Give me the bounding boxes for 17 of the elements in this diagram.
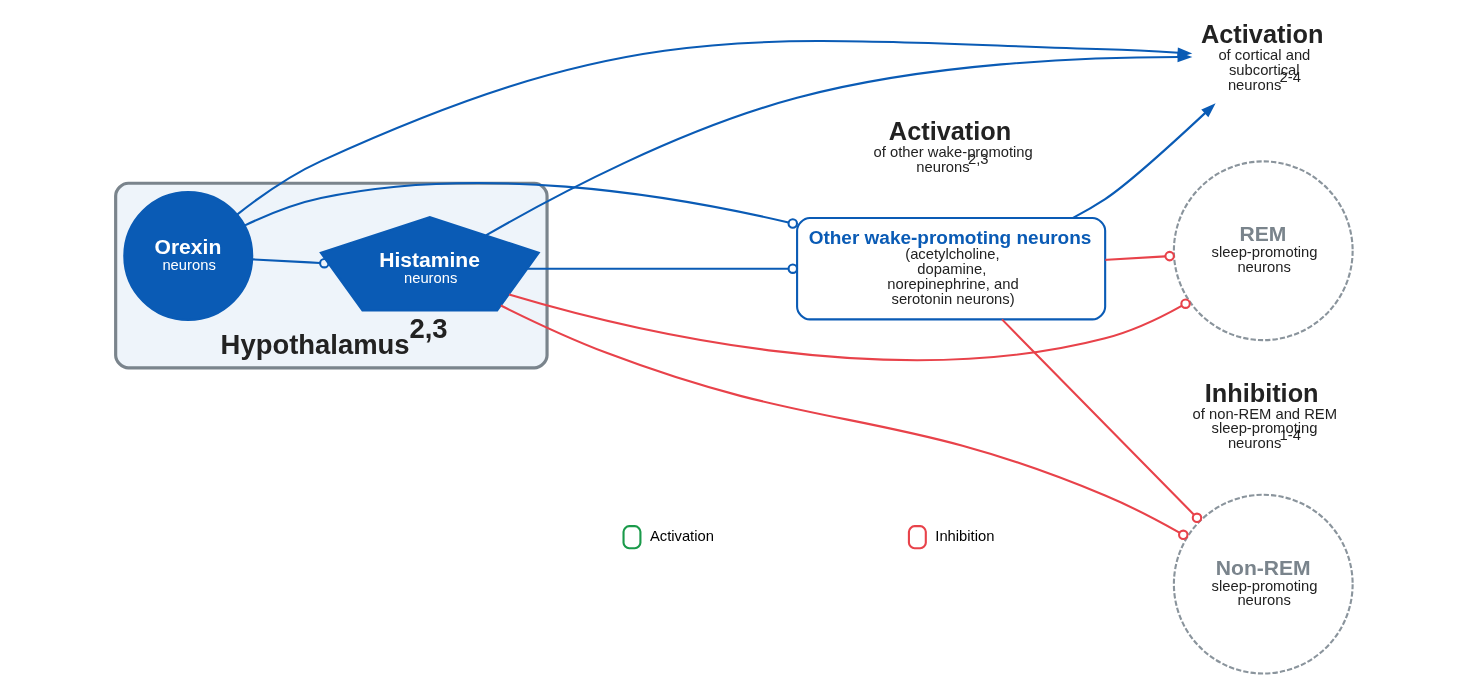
label: Inhibition [1204,378,1319,407]
connector [1104,250,1175,262]
connector [508,293,1191,361]
connector [244,181,798,229]
connector [252,257,330,269]
node-circle: REM sleep-promoting neurons [1172,160,1354,342]
connector [526,263,798,274]
label: Activation [888,117,1011,146]
legend-label: Inhibition [934,528,994,545]
connector [1000,318,1202,524]
arrow [1072,103,1216,219]
legend-label: Activation [649,528,714,545]
arrow [484,51,1192,237]
connector [499,304,1189,541]
node-circle: Non-REM sleep-promoting neurons [1172,493,1354,675]
node-circle: Orexin neurons [122,191,253,322]
node-box: Other wake-promoting neurons (acetylcholine, dopamine, norepinephrine, and serotonin neurons) [795,217,1106,321]
